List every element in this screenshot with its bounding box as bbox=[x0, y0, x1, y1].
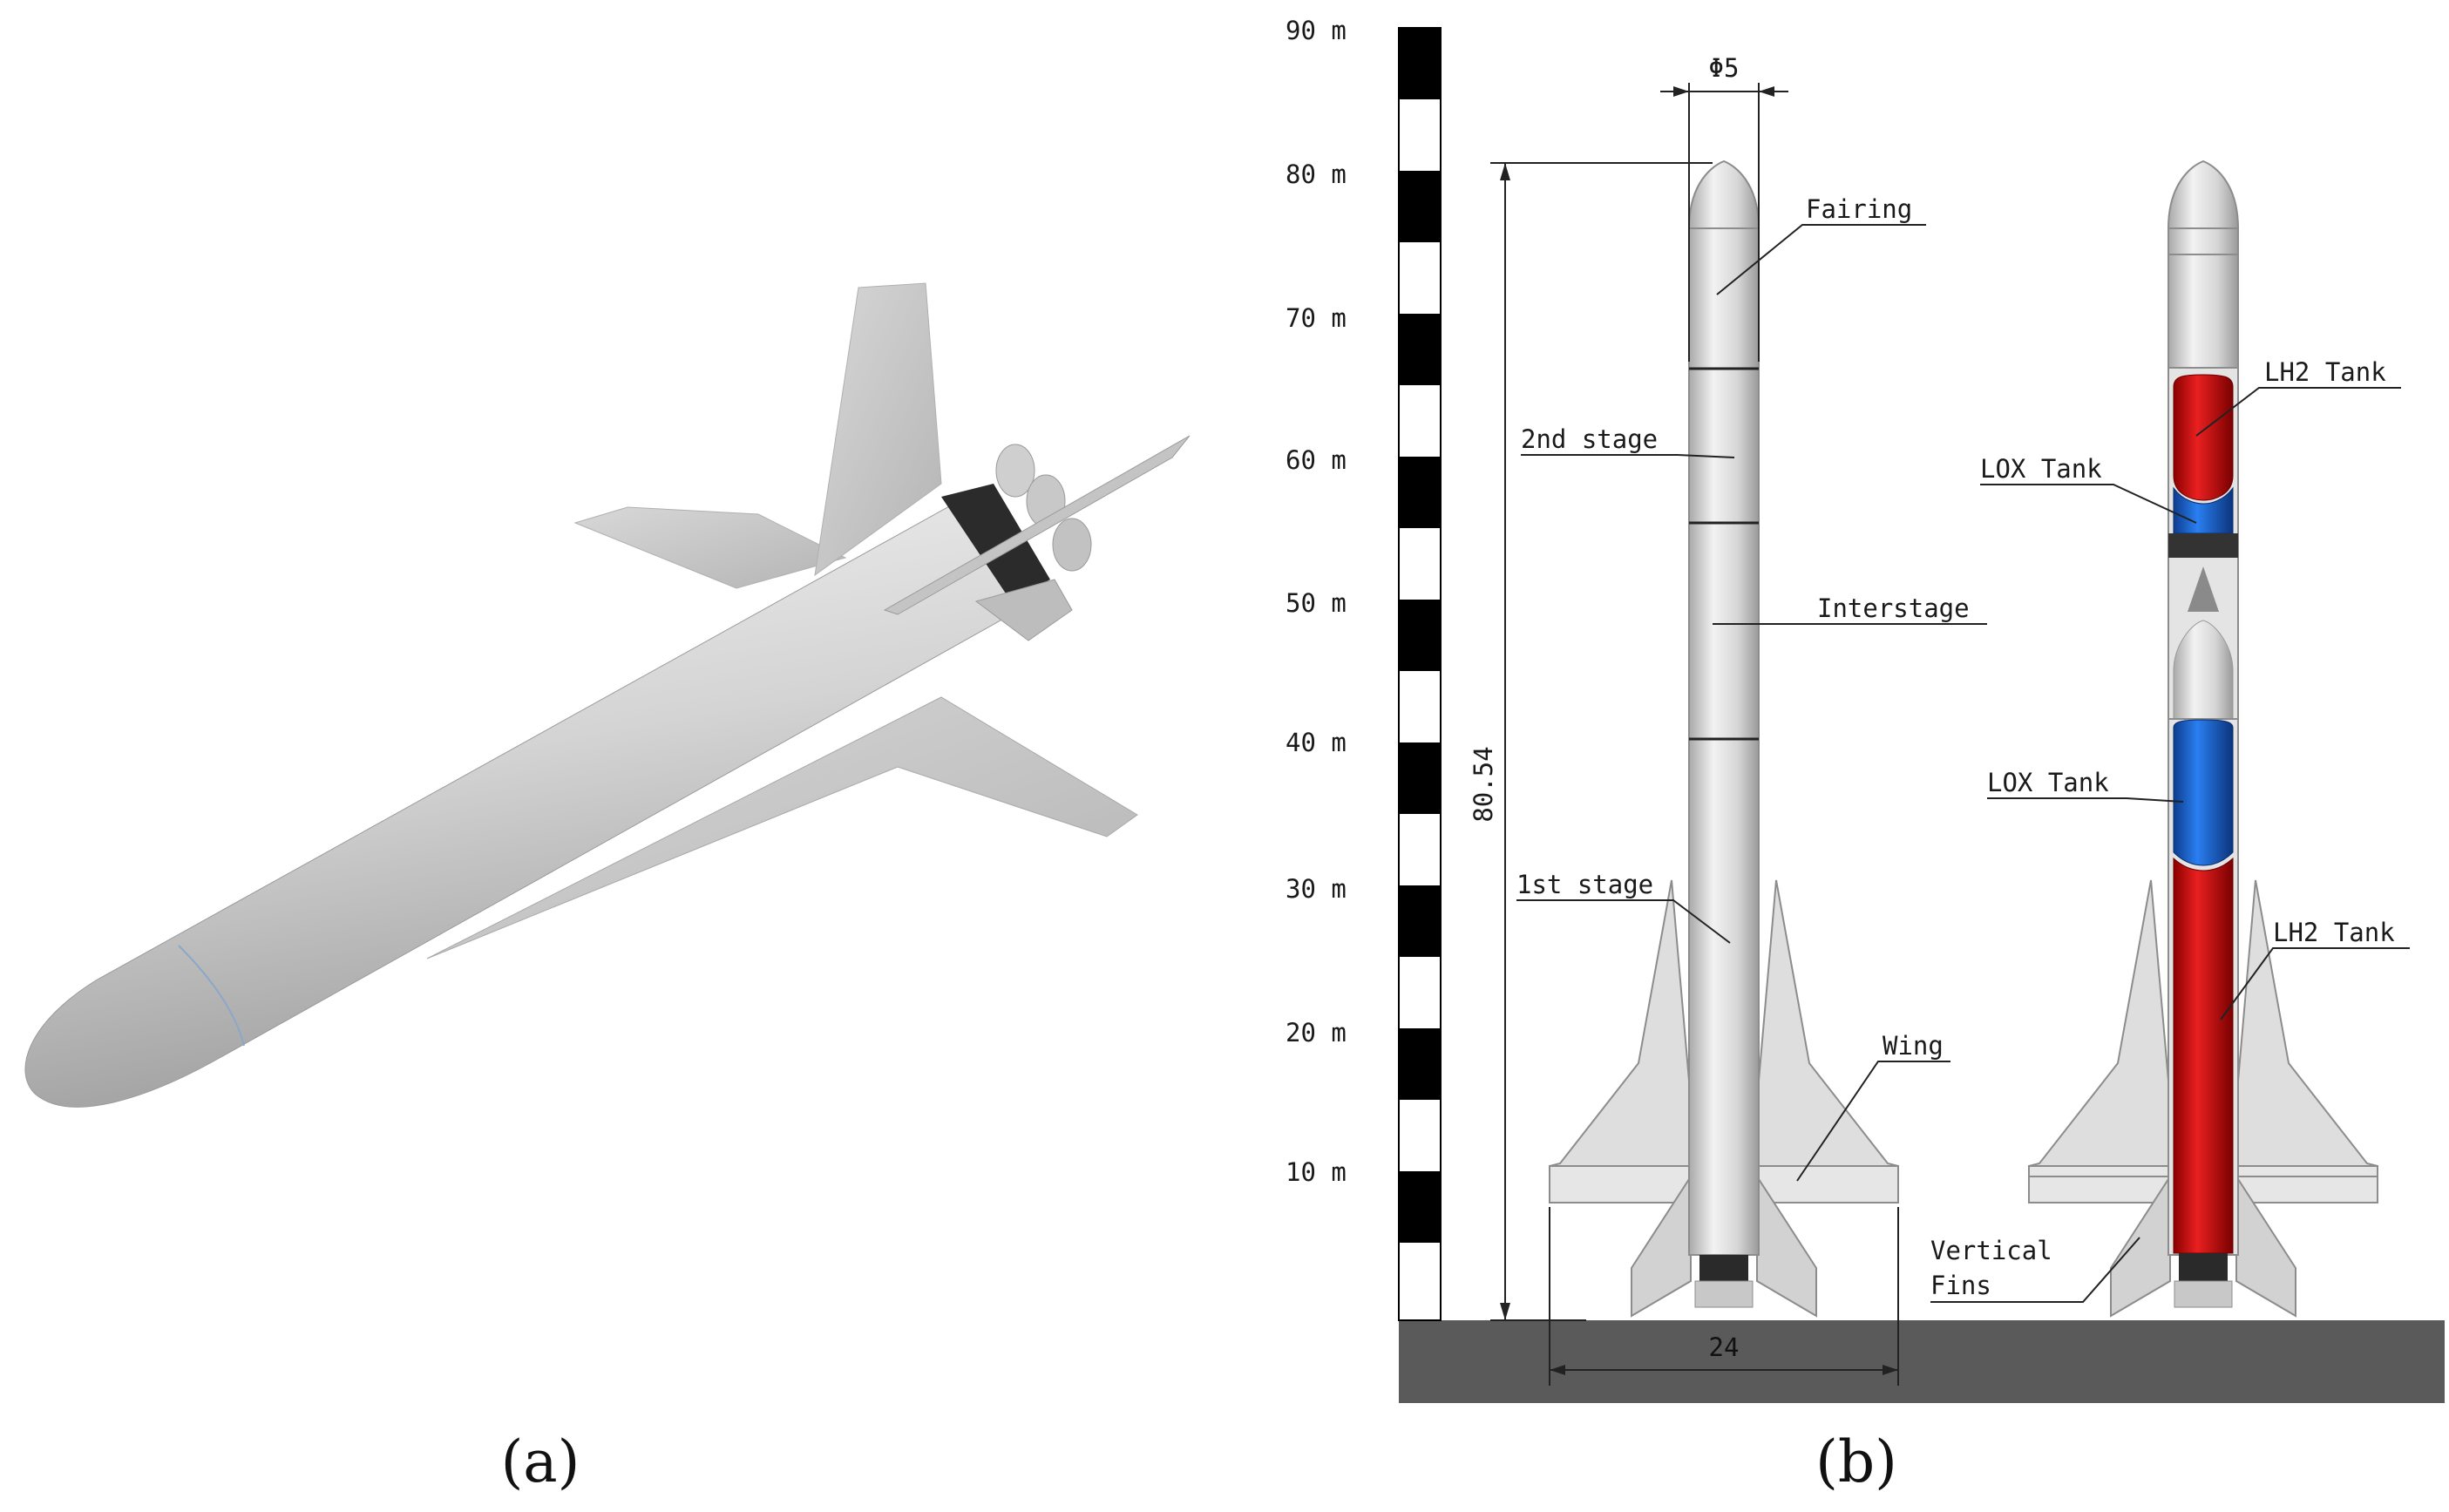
rocket-external-view bbox=[1549, 159, 1899, 1318]
nose-seam bbox=[178, 945, 245, 1047]
wing-right bbox=[1758, 879, 1899, 1167]
first-stage-leader bbox=[1516, 899, 1731, 944]
upper-lh2-tank bbox=[2173, 374, 2234, 501]
vertical-fins-leader bbox=[1930, 1237, 2140, 1303]
lower-lox-tank bbox=[2173, 719, 2234, 866]
panel-b-caption: (b) bbox=[1815, 1428, 1897, 1495]
engine-section bbox=[1699, 1255, 1748, 1281]
rocket-body bbox=[24, 500, 1051, 1108]
upper-lox-tank bbox=[2173, 486, 2234, 534]
scale-tick-label: 40 m bbox=[1286, 728, 1347, 757]
wing-label: Wing bbox=[1883, 1031, 1944, 1061]
second-stage-label: 2nd stage bbox=[1521, 424, 1658, 454]
panel-b-drawing: 90 m 80 m 70 m 60 m 50 m 40 m 30 m 20 m … bbox=[1286, 16, 2445, 1403]
diameter-label: Φ5 bbox=[1709, 53, 1740, 83]
panel-a-caption: (a) bbox=[501, 1428, 580, 1495]
fairing-leader bbox=[1716, 224, 1926, 295]
span-dimension bbox=[1549, 1207, 1899, 1386]
scale-tick-label: 90 m bbox=[1286, 16, 1347, 45]
nozzle bbox=[995, 444, 1035, 498]
rocket-body bbox=[1688, 226, 1760, 1256]
lh2-tank-upper-leader bbox=[2195, 387, 2401, 437]
wing-left bbox=[1549, 879, 1690, 1167]
span-label: 24 bbox=[1709, 1332, 1740, 1362]
lox-tank-upper-label: LOX Tank bbox=[1980, 454, 2102, 484]
lh2-tank-lower-leader bbox=[2220, 947, 2410, 1020]
scale-tick-label: 60 m bbox=[1286, 445, 1347, 475]
height-dimension-label: 80.54 bbox=[1469, 746, 1498, 822]
interstage-label: Interstage bbox=[1817, 593, 1970, 623]
engine-nozzles bbox=[2174, 1280, 2233, 1308]
upper-stage-nozzle bbox=[2188, 566, 2219, 612]
wing-left bbox=[2028, 879, 2169, 1167]
scale-tick-label: 70 m bbox=[1286, 303, 1347, 333]
nozzle bbox=[1052, 518, 1092, 572]
height-dimension bbox=[1490, 162, 1713, 1321]
diameter-dimension bbox=[1660, 83, 1788, 362]
upper-vertical-fin bbox=[814, 282, 942, 577]
fairing-label: Fairing bbox=[1806, 194, 1912, 224]
fairing-nose bbox=[2167, 159, 2240, 229]
panel-a-rocket-render bbox=[24, 282, 1191, 1108]
ground-slab bbox=[1399, 1320, 2445, 1403]
first-stage-label: 1st stage bbox=[1516, 870, 1653, 899]
lox-tank-lower-label: LOX Tank bbox=[1987, 768, 2109, 797]
scale-tick-label: 80 m bbox=[1286, 159, 1347, 189]
scale-tick-label: 50 m bbox=[1286, 588, 1347, 618]
height-scale-bar bbox=[1398, 27, 1442, 1321]
lox-tank-lower-leader bbox=[1987, 797, 2184, 803]
lh2-tank-lower-label: LH2 Tank bbox=[2273, 918, 2395, 947]
vertical-fins-label-line2: Fins bbox=[1930, 1271, 1991, 1300]
lower-fin bbox=[974, 579, 1073, 641]
far-wing bbox=[573, 506, 847, 589]
vertical-fins-label-line1: Vertical bbox=[1930, 1236, 2052, 1265]
fairing-nose bbox=[1687, 159, 1760, 229]
first-stage-dome bbox=[2173, 620, 2234, 720]
interstage-ring bbox=[2168, 533, 2238, 558]
scale-tick-label: 30 m bbox=[1286, 874, 1347, 904]
side-fin bbox=[883, 435, 1191, 615]
near-wing bbox=[426, 696, 1138, 959]
lox-tank-upper-leader bbox=[1980, 484, 2197, 524]
lh2-tank-upper-label: LH2 Tank bbox=[2264, 357, 2386, 387]
engine-ring bbox=[941, 484, 1050, 601]
lower-lh2-tank bbox=[2173, 857, 2234, 1254]
scale-tick-label: 10 m bbox=[1286, 1157, 1347, 1187]
second-stage-leader bbox=[1521, 454, 1735, 458]
engine-nozzles bbox=[1694, 1280, 1754, 1308]
scale-tick-label: 20 m bbox=[1286, 1018, 1347, 1048]
wing-leader bbox=[1796, 1061, 1950, 1182]
rocket-cutaway-view bbox=[2028, 159, 2378, 1318]
engine-section bbox=[2179, 1253, 2228, 1281]
